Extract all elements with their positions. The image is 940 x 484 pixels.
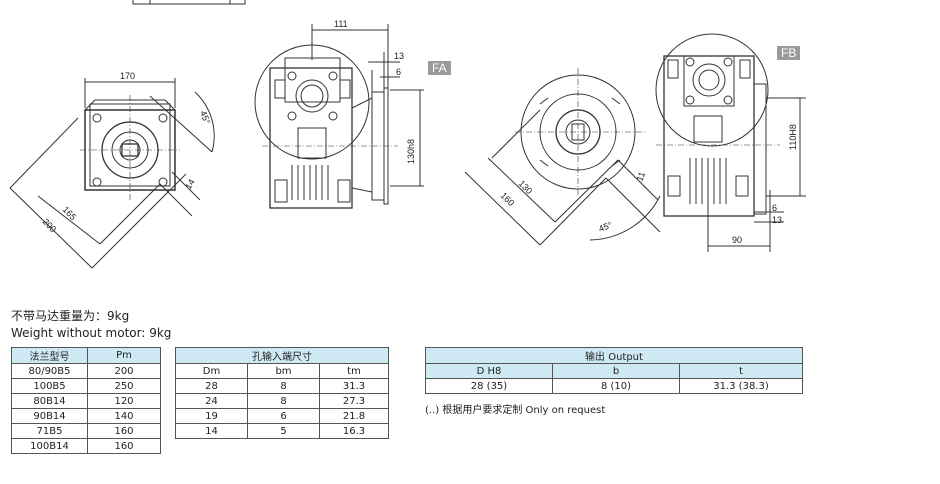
output-table: 输出 Output D H8 b t 28 (35)8 (10)31.3 (38… [425, 347, 803, 394]
fb-side-view [464, 68, 661, 246]
table-cell: 80/90B5 [11, 363, 88, 379]
table-cell: 16.3 [319, 423, 389, 439]
dim-45-right: 45° [597, 220, 614, 234]
header-d-h8: D H8 [425, 363, 553, 379]
header-b: b [552, 363, 680, 379]
table-header-row: D H8 b t [425, 363, 803, 379]
table-title-row: 输出 Output [425, 347, 803, 364]
table-cell: 160 [87, 423, 161, 439]
dimension-labels-right: 130 160 11 45° 110H8 6 13 90 [499, 124, 798, 245]
table-cell: 19 [175, 408, 248, 424]
dim-170: 170 [120, 71, 135, 81]
input-table-title: 孔输入端尺寸 [175, 347, 389, 364]
header-bm: bm [247, 363, 320, 379]
dim-6-right: 6 [772, 203, 777, 213]
table-cell: 31.3 [319, 378, 389, 394]
table-cell: 71B5 [11, 423, 88, 439]
table-cell: 24 [175, 393, 248, 409]
dim-6-mid: 6 [396, 67, 401, 77]
footnote-on-request: (..) 根据用户要求定制 Only on request [425, 405, 606, 416]
dim-165: 165 [61, 204, 79, 222]
dim-130h8: 130h8 [406, 139, 416, 164]
header-pm: Pm [87, 347, 161, 364]
table-cell: 28 (35) [425, 378, 553, 394]
table-cell: 21.8 [319, 408, 389, 424]
dim-13-right: 13 [772, 215, 782, 225]
dimension-labels-mid: 111 13 6 130h8 [334, 19, 416, 164]
weight-note-cn: 不带马达重量为：9kg [11, 309, 130, 323]
fb-tag: FB [777, 46, 801, 60]
table-cell: 250 [87, 378, 161, 394]
table-cell: 14 [175, 423, 248, 439]
output-table-title: 输出 Output [425, 347, 803, 364]
technical-drawing: 170 45° 165 200 14 111 13 6 130h8 130 16… [9, 0, 806, 269]
weight-note-en: Weight without motor: 9kg [11, 326, 172, 340]
table-cell: 6 [247, 408, 320, 424]
dim-110h8: 110H8 [788, 124, 798, 150]
dimension-labels-left: 170 45° 165 200 14 [41, 71, 213, 234]
table-cell: 8 [247, 393, 320, 409]
table-row: 28 (35)8 (10)31.3 (38.3) [425, 378, 803, 394]
table-cell: 120 [87, 393, 161, 409]
table-cell: 5 [247, 423, 320, 439]
table-cell: 27.3 [319, 393, 389, 409]
table-cell: 28 [175, 378, 248, 394]
dim-11: 11 [634, 170, 647, 182]
dim-111: 111 [334, 19, 348, 29]
table-cell: 8 (10) [552, 378, 680, 394]
table-header-row: 法兰型号 Pm [11, 347, 161, 364]
table-title-row: 孔输入端尺寸 [175, 347, 389, 364]
table-cell: 200 [87, 363, 161, 379]
table-cell: 8 [247, 378, 320, 394]
dim-90: 90 [732, 235, 742, 245]
header-flange-type: 法兰型号 [11, 347, 88, 364]
dim-13-mid: 13 [394, 51, 404, 61]
table-cell: 90B14 [11, 408, 88, 424]
fb-front-view [655, 33, 806, 252]
dim-200: 200 [41, 216, 59, 234]
header-tm: tm [319, 363, 389, 379]
dim-45-left: 45° [198, 109, 212, 126]
fa-view [254, 24, 424, 209]
dim-160: 160 [499, 190, 517, 208]
header-dm: Dm [175, 363, 248, 379]
table-cell: 100B5 [11, 378, 88, 394]
table-cell: 80B14 [11, 393, 88, 409]
table-header-row: Dm bm tm [175, 363, 389, 379]
table-cell: 31.3 (38.3) [679, 378, 803, 394]
table-cell: 160 [87, 438, 161, 454]
left-flange-view [9, 78, 215, 269]
dim-130: 130 [517, 178, 535, 196]
table-cell: 140 [87, 408, 161, 424]
header-t: t [679, 363, 803, 379]
fa-tag: FA [428, 61, 451, 75]
dim-14: 14 [183, 177, 197, 191]
table-cell: 100B14 [11, 438, 88, 454]
